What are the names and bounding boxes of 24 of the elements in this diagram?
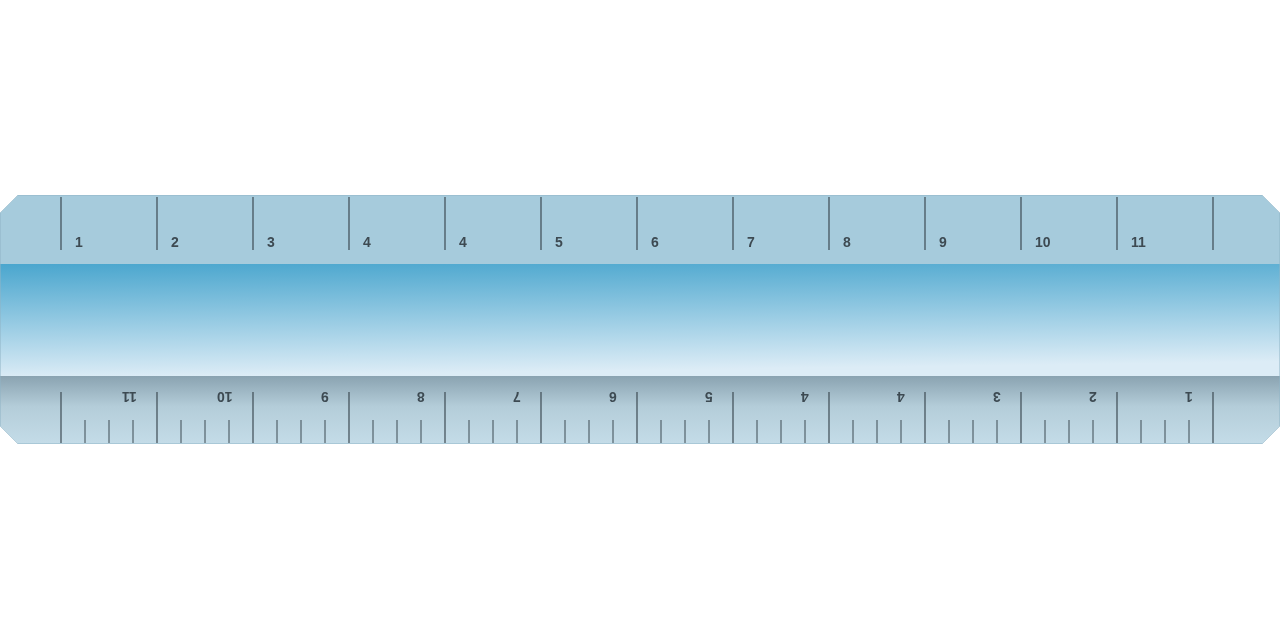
scale-number: 7 — [513, 389, 521, 405]
scale-number: 2 — [171, 234, 179, 250]
scale-number: 6 — [609, 389, 617, 405]
scale-number: 7 — [747, 234, 755, 250]
scale-number: 1 — [1185, 389, 1193, 405]
scale-number: 10 — [1035, 234, 1051, 250]
scale-number: 8 — [417, 389, 425, 405]
scale-number: 11 — [1131, 234, 1146, 250]
scale-number: 6 — [651, 234, 659, 250]
scale-number: 2 — [1089, 389, 1097, 405]
scale-number: 4 — [897, 389, 905, 405]
scale-number: 9 — [939, 234, 947, 250]
scale-number: 1 — [75, 234, 83, 250]
scale-number: 4 — [363, 234, 371, 250]
scale-number: 4 — [801, 389, 809, 405]
scale-number: 11 — [122, 389, 137, 405]
scale-number: 3 — [267, 234, 275, 250]
scale-number: 9 — [321, 389, 329, 405]
scale-number: 5 — [555, 234, 563, 250]
scale-number: 8 — [843, 234, 851, 250]
scale-number: 3 — [993, 389, 1001, 405]
scale-number: 5 — [705, 389, 713, 405]
scale-number: 10 — [217, 389, 233, 405]
scale-number: 4 — [459, 234, 467, 250]
